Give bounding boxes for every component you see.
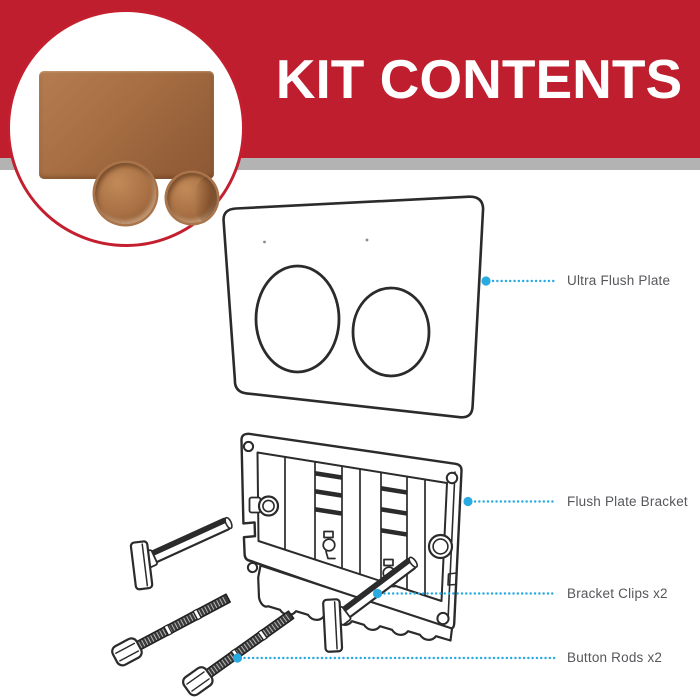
leader-dot-icon	[463, 496, 473, 507]
callout-label-flush-plate-bracket: Flush Plate Bracket	[567, 494, 688, 509]
bracket-clip-left-drawing	[129, 516, 233, 591]
leader-dot-icon	[372, 588, 383, 599]
product-photo-badge	[7, 9, 245, 247]
flush-plate-drawing	[222, 195, 485, 419]
button-rod-drawing-1	[111, 593, 231, 667]
leader-button-rods	[232, 653, 558, 663]
leader-dot-icon	[232, 653, 243, 663]
small-flush-button	[167, 173, 217, 223]
callout-label-button-rods: Button Rods x2	[567, 650, 663, 665]
callout-label-bracket-clips: Bracket Clips x2	[567, 586, 668, 601]
large-flush-button	[95, 163, 156, 224]
leader-flush-plate	[481, 276, 558, 286]
leader-bracket-clips	[372, 588, 558, 599]
leader-bracket	[463, 496, 558, 507]
leader-dot-icon	[481, 276, 491, 286]
callout-label-ultra-flush-plate: Ultra Flush Plate	[567, 273, 671, 288]
bronze-flush-plate-photo	[39, 71, 217, 224]
page-title: KIT CONTENTS	[275, 48, 683, 110]
